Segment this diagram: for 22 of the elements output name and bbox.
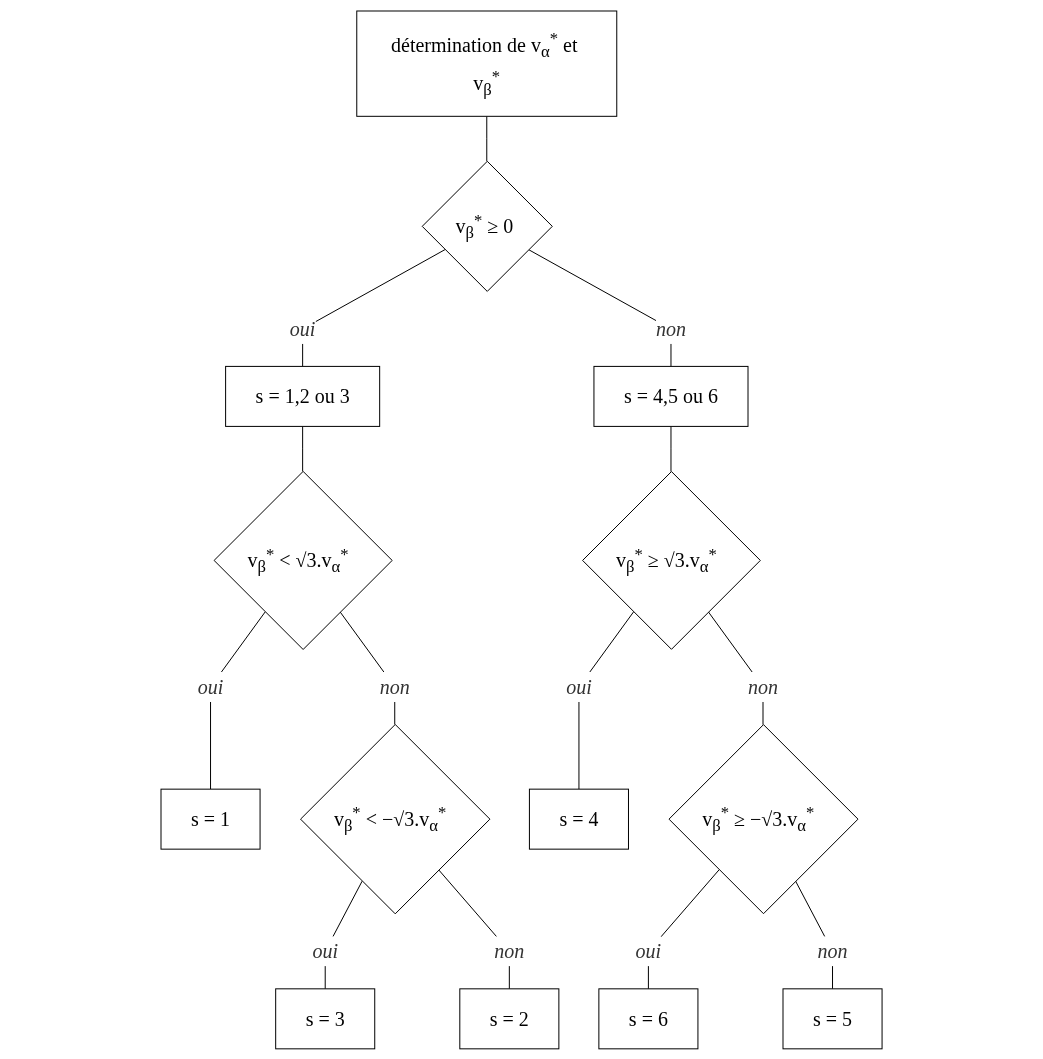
node-box: s = 1: [160, 788, 261, 850]
edge-label: non: [379, 675, 410, 698]
node-box: s = 5: [782, 987, 883, 1049]
edge-label: oui: [635, 939, 662, 962]
edge-label: oui: [289, 317, 316, 340]
edge-label: non: [655, 317, 686, 340]
node-box: s = 1,2 ou 3: [225, 365, 381, 427]
edge-label: non: [747, 675, 778, 698]
edge-label: non: [817, 939, 848, 962]
node-box: s = 6: [598, 987, 699, 1049]
edge-label: oui: [197, 675, 224, 698]
edge-label: oui: [312, 939, 338, 962]
edge-label: oui: [566, 675, 592, 698]
node-box: s = 4,5 ou 6: [593, 365, 749, 427]
node-box: s = 4: [528, 788, 629, 850]
connector: [670, 425, 672, 472]
connector: [302, 425, 304, 472]
node-diamond: v$_{β}$$^{*}$ ≥ 0: [421, 160, 553, 292]
edge-label: non: [494, 939, 525, 962]
node-box: s = 2: [459, 987, 560, 1049]
connector: [486, 115, 488, 162]
node-box: s = 3: [275, 987, 376, 1049]
